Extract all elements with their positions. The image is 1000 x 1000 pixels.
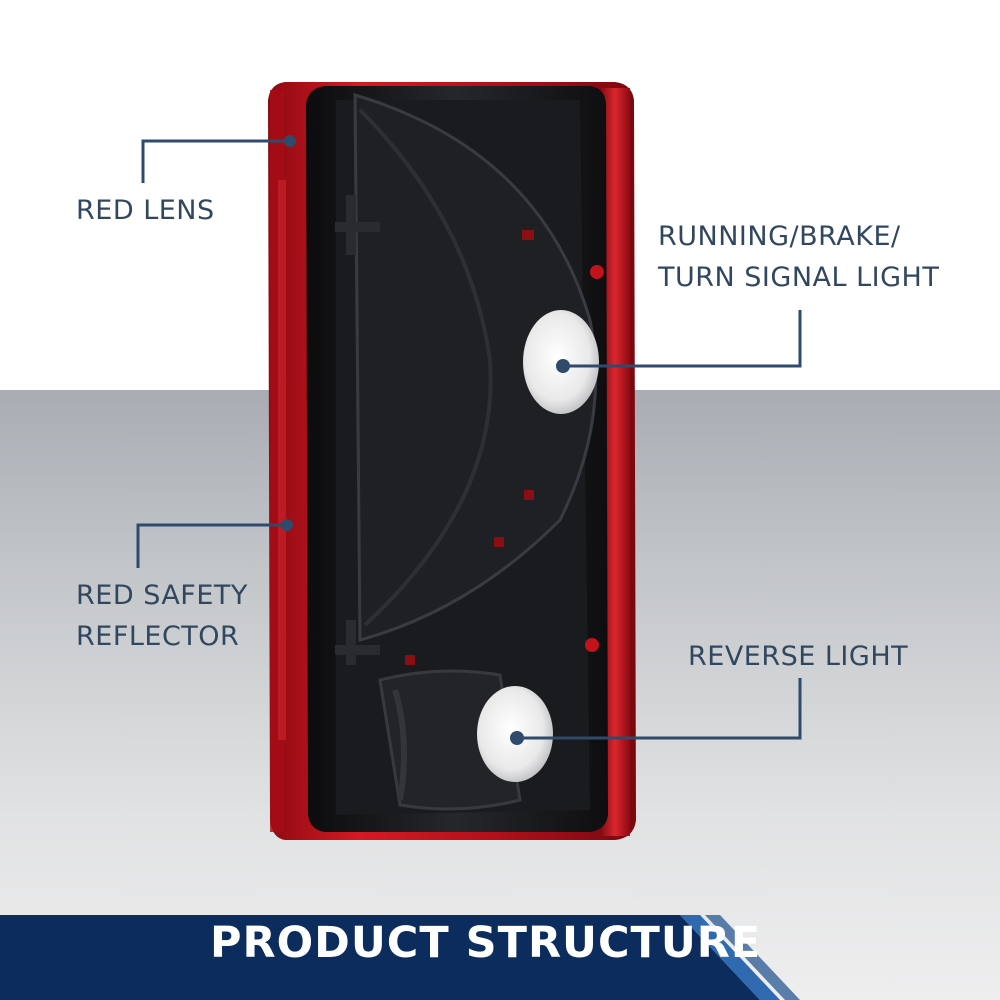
reflector-label-line2: REFLECTOR	[76, 621, 240, 652]
reverse-light-label: REVERSE LIGHT	[688, 641, 909, 672]
banner	[0, 915, 800, 1000]
callout-lines	[136, 139, 802, 740]
banner-title: PRODUCT STRUCTURE	[210, 918, 762, 968]
red-lens-label: RED LENS	[76, 195, 215, 226]
reflector-label-line1: RED SAFETY	[76, 580, 248, 611]
callout-dots	[281, 135, 570, 745]
running-light-label-line1: RUNNING/BRAKE/	[658, 221, 901, 252]
running-light-label-line2: TURN SIGNAL LIGHT	[658, 262, 940, 293]
black-housing	[306, 86, 608, 832]
